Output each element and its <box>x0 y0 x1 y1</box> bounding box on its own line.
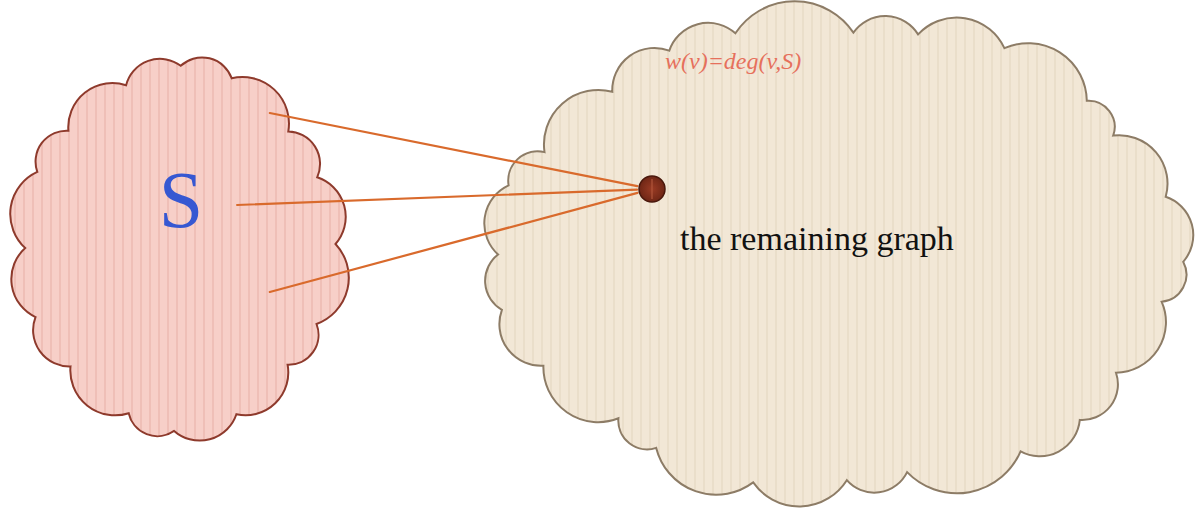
set-cloud: S <box>5 48 353 448</box>
weight-label: w(v)=deg(v,S) <box>665 48 801 74</box>
set-label: S <box>159 156 204 244</box>
cloud-shape <box>5 48 353 448</box>
vertex-dot: w(v)=deg(v,S) <box>638 175 666 203</box>
graph-cloud: the remaining graph w(v)=deg(v,S) <box>478 2 1198 507</box>
graph-label: the remaining graph <box>680 220 954 257</box>
vertex-shape <box>638 175 666 203</box>
